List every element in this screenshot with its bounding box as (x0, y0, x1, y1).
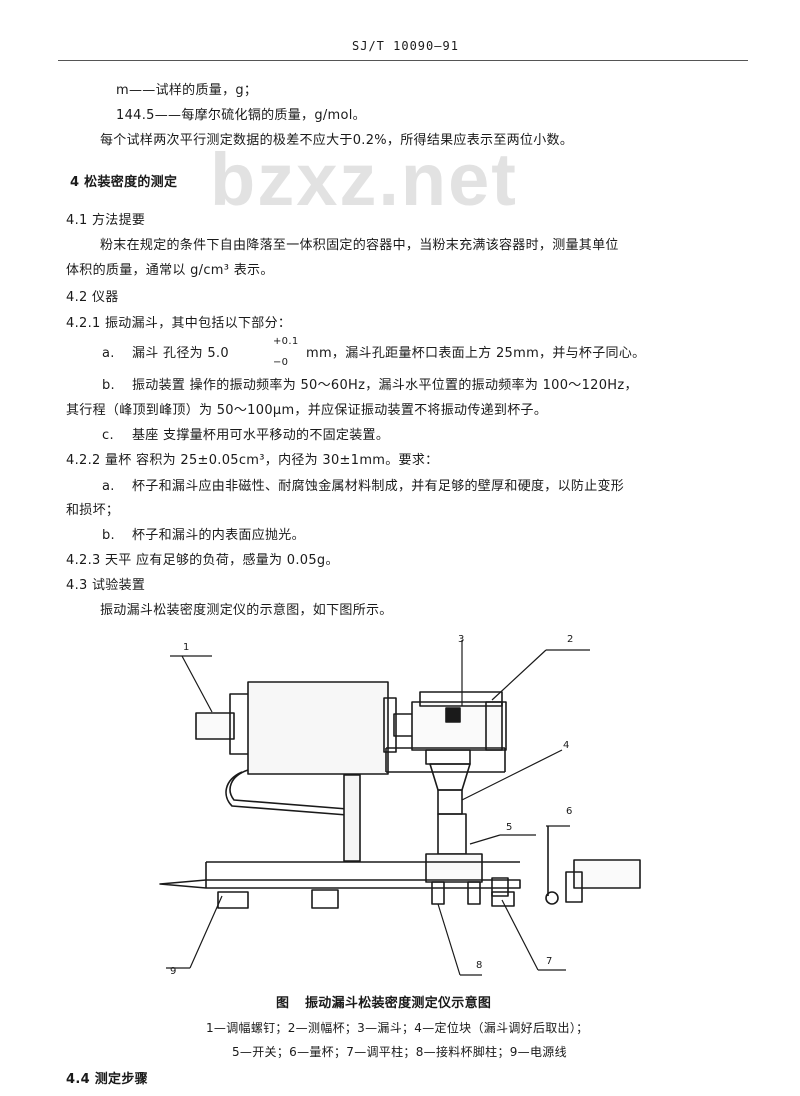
callout-8: 8 (476, 960, 483, 971)
callout-3: 3 (458, 634, 465, 645)
section-4-2-1-heading: 4.2.1 振动漏斗，其中包括以下部分： (66, 316, 292, 331)
precision-requirement: 每个试样两次平行测定数据的极差不应大于0.2%，所得结果应表示至两位小数。 (100, 133, 574, 148)
item-b-continuation: 其行程（峰顶到峰顶）为 50～100μm，并应保证振动装置不将振动传递到杯子。 (66, 403, 548, 418)
cup-item-a-continuation: 和损坏； (66, 503, 120, 518)
measuring-cup-and-base (425, 813, 509, 905)
side-stand (545, 826, 641, 905)
document-header-code: SJ/T 10090—91 (352, 39, 459, 53)
apparatus-figure (159, 640, 641, 976)
motor-assembly (195, 681, 415, 817)
base-plate (159, 861, 521, 909)
section-4-1-heading: 4.1 方法提要 (66, 213, 146, 228)
watermark: bzxz.net (210, 138, 518, 221)
figure-caption-label: 图 (276, 996, 290, 1011)
section-4-1-paragraph-line2: 体积的质量，通常以 g/cm³ 表示。 (66, 263, 274, 278)
cup-item-b-text: 杯子和漏斗的内表面应抛光。 (132, 528, 305, 543)
cup-item-b-label: b. (102, 528, 115, 543)
callout-5: 5 (506, 822, 513, 833)
molar-mass-definition: 144.5——每摩尔硫化镉的质量，g/mol。 (116, 108, 366, 123)
vibration-head (385, 691, 507, 773)
section-4-4-heading: 4.4 测定步骤 (66, 1072, 148, 1087)
item-a-label: a. (102, 346, 115, 361)
figure-caption-title: 振动漏斗松装密度测定仪示意图 (305, 996, 492, 1011)
header-rule (58, 60, 748, 61)
item-b-label: b. (102, 378, 115, 393)
item-a-text: 漏斗 孔径为 5.0 (132, 346, 229, 361)
figure-legend-line2: 5—开关；6—量杯；7—调平柱；8—接料杯脚柱；9—电源线 (232, 1045, 567, 1059)
callout-1: 1 (183, 642, 190, 653)
item-a-tolerance-upper: +0.1 (273, 336, 299, 347)
m-definition: m——试样的质量，g； (116, 83, 258, 98)
section-4-1-paragraph-line1: 粉末在规定的条件下自由降落至一体积固定的容器中，当粉末充满该容器时，测量其单位 (100, 238, 619, 253)
section-4-3-heading: 4.3 试验装置 (66, 578, 146, 593)
cup-item-a-text: 杯子和漏斗应由非磁性、耐腐蚀金属材料制成，并有足够的壁厚和硬度，以防止变形 (132, 479, 625, 494)
figure-legend-line1: 1—调幅螺钉；2—测幅杯；3—漏斗；4—定位块（漏斗调好后取出）； (206, 1021, 589, 1035)
callout-9: 9 (170, 966, 177, 977)
item-a-tolerance-lower: −0 (273, 357, 289, 368)
section-4-2-2-heading: 4.2.2 量杯 容积为 25±0.05cm³，内径为 30±1mm。要求： (66, 453, 439, 468)
item-c-label: c. (102, 428, 114, 443)
callout-4: 4 (563, 740, 570, 751)
support-column (343, 774, 361, 862)
cup-item-a-label: a. (102, 479, 115, 494)
callout-lines (166, 640, 590, 976)
funnel (425, 749, 471, 815)
section-4-heading: 4 松装密度的测定 (70, 175, 178, 190)
item-c-text: 基座 支撑量杯用可水平移动的不固定装置。 (132, 428, 390, 443)
callout-2: 2 (567, 634, 574, 645)
item-b-text: 振动装置 操作的振动频率为 50～60Hz，漏斗水平位置的振动频率为 100～1… (132, 378, 638, 393)
callout-7: 7 (546, 956, 553, 967)
section-4-2-3-heading: 4.2.3 天平 应有足够的负荷，感量为 0.05g。 (66, 553, 339, 568)
section-4-3-paragraph: 振动漏斗松装密度测定仪的示意图，如下图所示。 (100, 603, 393, 618)
callout-6: 6 (566, 806, 573, 817)
item-a-text-rest: mm，漏斗孔距量杯口表面上方 25mm，并与杯子同心。 (306, 346, 646, 361)
section-4-2-heading: 4.2 仪器 (66, 290, 119, 305)
